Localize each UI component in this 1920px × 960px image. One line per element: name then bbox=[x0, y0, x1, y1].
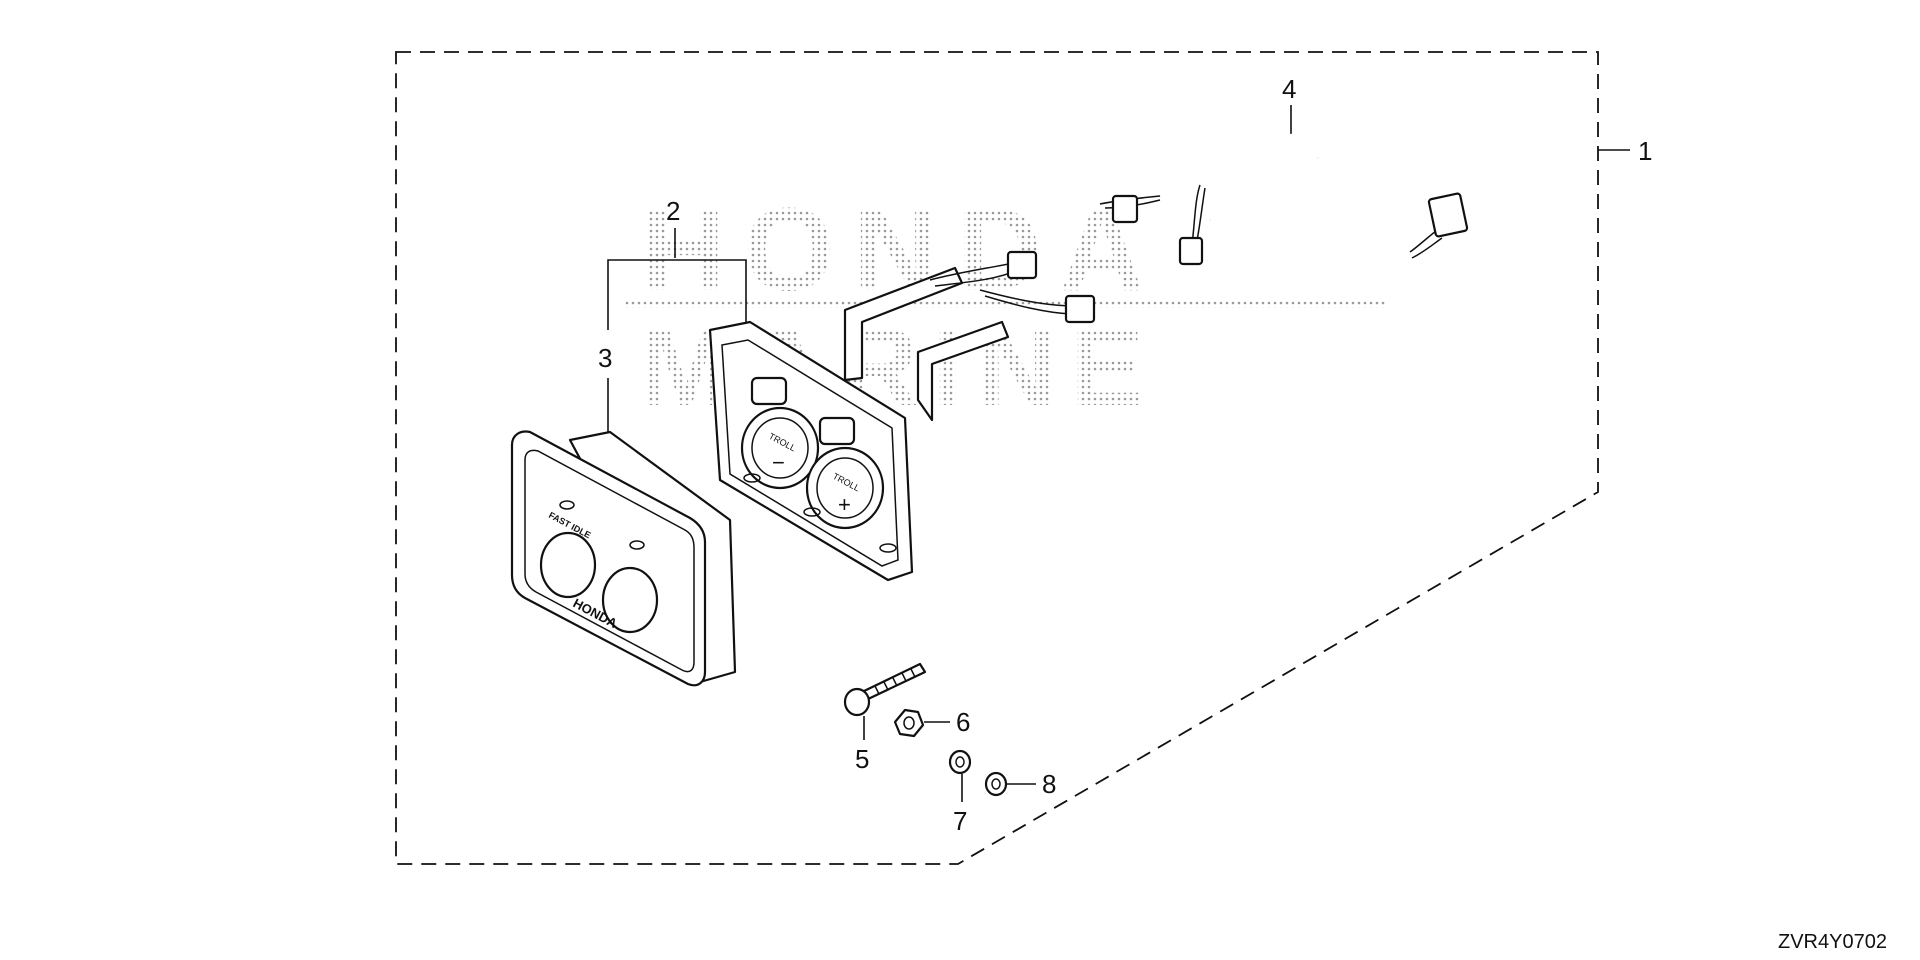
washer-8 bbox=[984, 771, 1008, 797]
knob-minus-symbol: − bbox=[772, 450, 785, 475]
knob-plus bbox=[805, 446, 885, 530]
switch-module: TROLL − TROLL + bbox=[708, 250, 1096, 582]
hardware: 5 6 7 8 bbox=[843, 662, 1056, 836]
knob-plus-ring bbox=[816, 457, 874, 519]
callout-5: 5 bbox=[855, 744, 869, 774]
cover-led-right bbox=[629, 540, 645, 550]
mount-hole-2 bbox=[803, 507, 821, 517]
harness-tail-inner bbox=[1312, 156, 1414, 294]
callout-1: 1 bbox=[1638, 136, 1652, 166]
back-plate-inner bbox=[721, 339, 899, 567]
cover-led-left bbox=[559, 500, 575, 510]
callout-6: 6 bbox=[956, 707, 970, 737]
connector-top-left bbox=[1111, 194, 1139, 224]
watermark-divider bbox=[625, 300, 1385, 308]
callout-7: 7 bbox=[953, 806, 967, 836]
wire-harness bbox=[1099, 133, 1469, 294]
cover-hole-left bbox=[539, 531, 597, 599]
cover-hole-right bbox=[601, 566, 659, 634]
connector-right bbox=[1427, 192, 1469, 238]
callout-2-bracket bbox=[607, 259, 747, 330]
washer-7-hole bbox=[955, 756, 965, 768]
assembly-boundary bbox=[395, 51, 1599, 865]
flange-nut bbox=[893, 708, 925, 738]
mount-hole-1 bbox=[743, 473, 761, 483]
cover-face bbox=[510, 430, 707, 687]
callout-4: 4 bbox=[1282, 74, 1296, 104]
cover-face-inner bbox=[524, 449, 695, 673]
harness-main-cable-inner bbox=[1157, 133, 1324, 226]
mount-hole-3 bbox=[879, 543, 897, 553]
fuse-holder-a bbox=[750, 376, 788, 406]
callout-2: 2 bbox=[666, 196, 680, 226]
callout-3: 3 bbox=[598, 343, 612, 373]
module-connector-b bbox=[1064, 294, 1096, 324]
drawing-code: ZVR4Y0702 bbox=[1778, 931, 1887, 953]
module-wires bbox=[929, 261, 1073, 315]
bolt-threads bbox=[874, 668, 916, 695]
connector-mid bbox=[1178, 236, 1204, 266]
knob-minus-ring bbox=[751, 417, 809, 479]
callout-8: 8 bbox=[1042, 769, 1056, 799]
fuse-holder-b bbox=[818, 416, 856, 446]
flange-nut-hole bbox=[903, 716, 915, 730]
knob-plus-symbol: + bbox=[838, 492, 851, 517]
washer-8-hole bbox=[991, 778, 1001, 790]
washer-7 bbox=[948, 749, 972, 775]
knob-minus bbox=[740, 406, 820, 490]
bracket-lower bbox=[916, 320, 1010, 422]
bolt-head bbox=[843, 687, 871, 717]
module-connector-a bbox=[1006, 250, 1038, 280]
switch-cover: FAST IDLE HONDA bbox=[510, 430, 737, 687]
bolt-shank bbox=[860, 662, 927, 702]
